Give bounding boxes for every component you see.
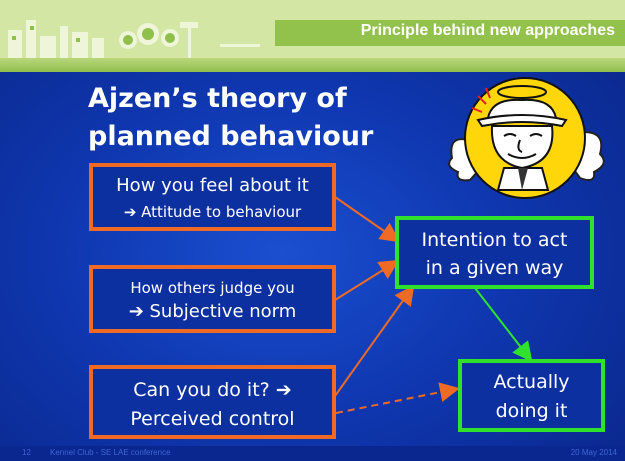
slide-title: Ajzen’s theory of planned behaviour (88, 80, 373, 156)
header-band (0, 58, 625, 72)
arrow-control-to-intention (334, 284, 415, 397)
behaviour-line1: Actually (493, 371, 570, 393)
attitude-line2: ➔ Attitude to behaviour (123, 203, 302, 221)
footer: 12 Kennel Club - SE LAE conference 20 Ma… (0, 446, 625, 461)
header-title: Principle behind new approaches (360, 22, 615, 39)
arrow-control-to-behaviour (335, 382, 460, 414)
footer-page-number: 12 (22, 448, 31, 457)
norm-line2: ➔ Subjective norm (128, 301, 297, 322)
behaviour-line2: doing it (495, 400, 568, 422)
subjective-norm-box: How others judge you ➔ Subjective norm (89, 265, 336, 333)
slide-title-line1: Ajzen’s theory of (88, 83, 347, 114)
attitude-line1: How you feel about it (116, 175, 309, 196)
behaviour-box: Actually doing it (458, 359, 605, 432)
slide-title-line2: planned behaviour (88, 121, 374, 152)
arrow-intention-to-behaviour (474, 287, 533, 363)
arrow-attitude-to-intention (334, 196, 401, 243)
footer-event: Kennel Club - SE LAE conference (50, 448, 171, 457)
control-line1: Can you do it? ➔ (133, 379, 292, 401)
attitude-box: How you feel about it ➔ Attitude to beha… (89, 163, 336, 231)
intention-box: Intention to act in a given way (395, 216, 594, 289)
header-title-background (275, 20, 625, 46)
intention-line1: Intention to act (421, 229, 568, 251)
town-silhouette-icon (8, 20, 260, 62)
norm-line1: How others judge you (130, 279, 295, 297)
footer-date: 20 May 2014 (570, 448, 617, 457)
control-line2: Perceived control (130, 408, 295, 430)
intention-line2: in a given way (425, 257, 564, 279)
perceived-control-box: Can you do it? ➔ Perceived control (89, 365, 336, 439)
arrow-norm-to-intention (334, 259, 400, 301)
